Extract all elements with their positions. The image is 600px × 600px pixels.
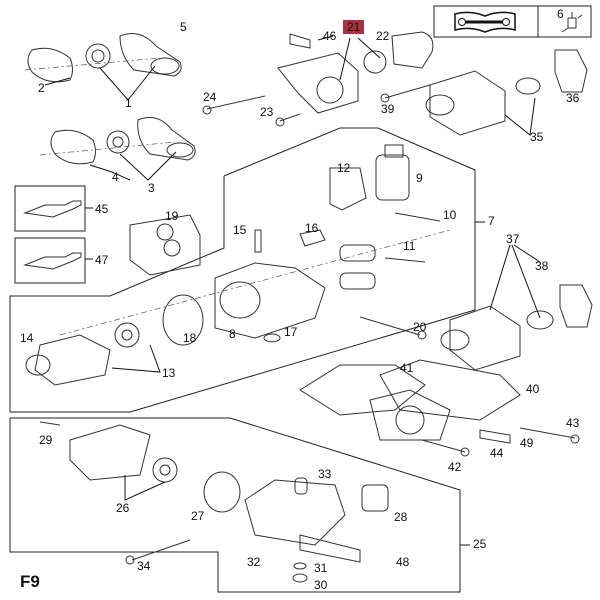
egr-housing-21	[277, 31, 434, 114]
callout-48[interactable]: 48	[396, 555, 410, 569]
callout-37[interactable]: 37	[506, 232, 520, 246]
callout-13[interactable]: 13	[162, 366, 176, 380]
water-flange-40	[299, 359, 521, 444]
callout-4[interactable]: 4	[112, 170, 119, 184]
callout-12[interactable]: 12	[337, 161, 351, 175]
callout-24[interactable]: 24	[203, 90, 217, 104]
tool-ref-number: 6	[557, 7, 564, 21]
callout-17[interactable]: 17	[284, 325, 298, 339]
callout-49[interactable]: 49	[520, 436, 534, 450]
callout-16[interactable]: 16	[305, 221, 319, 235]
callout-10[interactable]: 10	[443, 208, 457, 222]
callout-22[interactable]: 22	[376, 29, 390, 43]
callout-33[interactable]: 33	[318, 467, 332, 481]
callout-2[interactable]: 2	[38, 81, 45, 95]
callout-1[interactable]: 1	[125, 96, 132, 110]
wrench-book-icon	[454, 11, 516, 33]
callout-23[interactable]: 23	[260, 105, 274, 119]
callout-36[interactable]: 36	[566, 91, 580, 105]
callout-27[interactable]: 27	[191, 509, 205, 523]
throttle-housing-8	[129, 214, 376, 346]
callout-3[interactable]: 3	[148, 181, 155, 195]
manual-reference-box	[433, 5, 592, 38]
callout-34[interactable]: 34	[137, 559, 151, 573]
callout-11[interactable]: 11	[403, 239, 416, 253]
callout-31[interactable]: 31	[314, 561, 328, 575]
callout-35[interactable]: 35	[530, 130, 544, 144]
callout-44[interactable]: 44	[490, 446, 504, 460]
callout-8[interactable]: 8	[229, 327, 236, 341]
coolant-outlet-25	[244, 477, 389, 583]
callout-46[interactable]: 46	[323, 29, 337, 43]
temperature-sensor-icon	[23, 200, 82, 270]
callout-25[interactable]: 25	[473, 537, 487, 551]
callout-42[interactable]: 42	[448, 460, 462, 474]
callout-28[interactable]: 28	[394, 510, 408, 524]
callout-26[interactable]: 26	[116, 501, 130, 515]
thermostat-housing-35	[425, 49, 588, 136]
bolts	[39, 84, 580, 565]
callout-29[interactable]: 29	[39, 433, 53, 447]
assembly-7-frame	[9, 127, 476, 413]
thermostat-13	[25, 322, 140, 386]
thermostat-housing-37	[440, 284, 593, 371]
egr-valve-9	[329, 144, 410, 211]
callout-7[interactable]: 7	[488, 214, 495, 228]
callout-5[interactable]: 5	[180, 20, 187, 34]
callout-14[interactable]: 14	[20, 331, 34, 345]
thermostat-housing-1	[24, 33, 182, 83]
callout-43[interactable]: 43	[566, 416, 580, 430]
callout-47[interactable]: 47	[95, 253, 109, 267]
callout-38[interactable]: 38	[535, 259, 549, 273]
callout-9[interactable]: 9	[416, 171, 423, 185]
callout-41[interactable]: 41	[400, 361, 414, 375]
thermostat-housing-3	[39, 117, 196, 165]
tool-icon	[561, 12, 583, 33]
callout-30[interactable]: 30	[314, 578, 328, 592]
callout-32[interactable]: 32	[247, 555, 261, 569]
callout-39[interactable]: 39	[381, 102, 395, 116]
callout-18[interactable]: 18	[183, 331, 197, 345]
figure-label: F9	[20, 572, 40, 591]
inset-box-47	[14, 237, 86, 284]
assembly-25-frame	[9, 417, 461, 593]
callout-20[interactable]: 20	[413, 320, 427, 334]
callout-15[interactable]: 15	[233, 223, 247, 237]
thermostat-housing-26	[69, 424, 241, 513]
callout-21-highlighted[interactable]: 21	[343, 20, 365, 34]
callout-19[interactable]: 19	[165, 209, 179, 223]
callout-40[interactable]: 40	[526, 382, 540, 396]
callout-45[interactable]: 45	[95, 202, 109, 216]
